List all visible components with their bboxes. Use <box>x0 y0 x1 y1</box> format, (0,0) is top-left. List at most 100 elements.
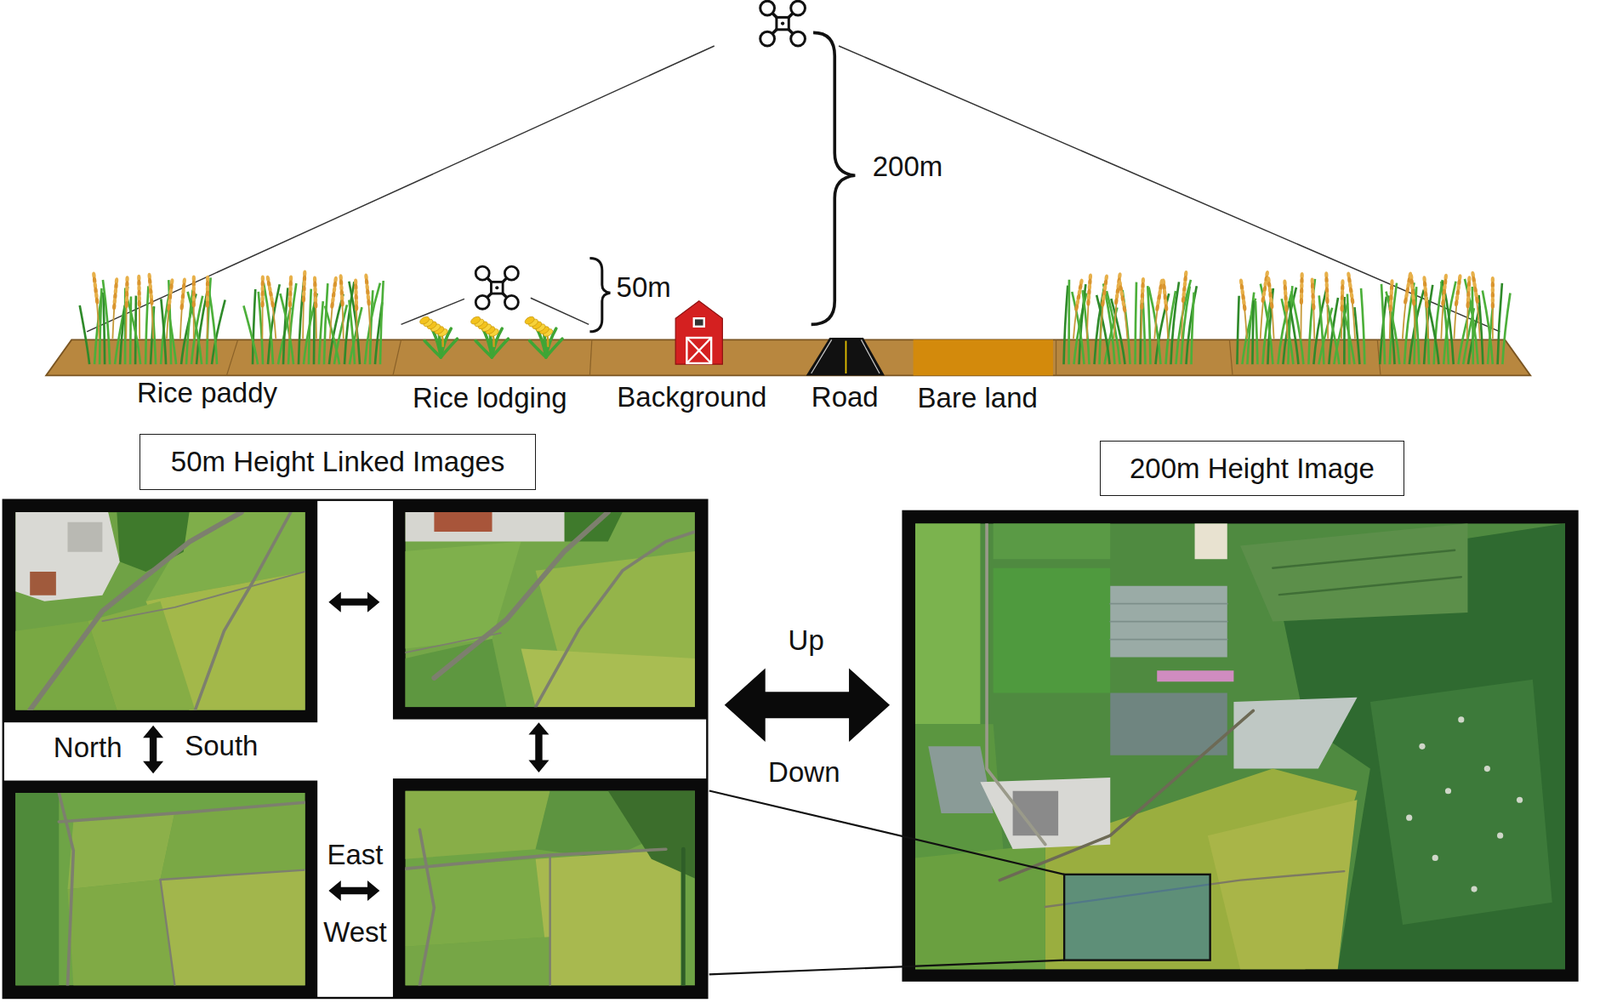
zoom-leader-line <box>709 791 1211 975</box>
rice-paddy-plant <box>243 305 258 365</box>
rice-paddy-plant <box>1473 274 1481 339</box>
aerial-photo <box>404 791 695 986</box>
ground-strip <box>226 339 238 376</box>
label-text: South <box>184 729 258 763</box>
rice-paddy-plant <box>1412 298 1417 307</box>
aerial-photo <box>159 879 175 986</box>
height-bracket <box>811 32 856 325</box>
label-text: Road <box>811 381 879 414</box>
rice-lodging-plant <box>424 341 441 358</box>
road-symbol <box>860 339 880 374</box>
rice-paddy-plant <box>102 279 110 365</box>
aerial-photo <box>993 568 1111 694</box>
aerial-photo <box>1110 603 1228 605</box>
field-of-view-line <box>530 297 589 325</box>
rice-paddy-plant <box>1086 298 1091 307</box>
aerial-photo <box>67 812 175 890</box>
rice-paddy-plant <box>263 283 274 365</box>
aerial-photo <box>1207 799 1358 969</box>
aerial-photo <box>67 522 103 553</box>
photo-frame <box>3 780 318 998</box>
rice-paddy-plant <box>301 295 307 302</box>
rice-paddy-plant <box>1073 282 1082 340</box>
rice-paddy-plant <box>1381 284 1385 365</box>
ground-strip <box>1055 339 1057 376</box>
rice-paddy-plant <box>1311 302 1316 310</box>
rice-paddy-plant <box>1424 301 1430 309</box>
aerial-photo <box>29 571 57 596</box>
rice-lodging-plant <box>469 314 508 357</box>
rice-paddy-plant <box>364 283 381 365</box>
label-text: Bare land <box>917 381 1038 415</box>
rice-paddy-plant <box>313 301 319 308</box>
rice-paddy-plant <box>260 300 264 308</box>
rice-paddy-plant <box>1327 304 1340 365</box>
rice-paddy-plant <box>1403 296 1409 305</box>
aerial-photo <box>404 791 695 986</box>
field-of-view-line <box>86 45 715 332</box>
rice-paddy-plant <box>166 303 171 312</box>
zoom-leader-line <box>709 791 1065 875</box>
rice-paddy-plant <box>1236 296 1239 365</box>
rice-paddy-plant <box>1288 301 1299 365</box>
rice-paddy-plant <box>168 307 177 365</box>
rice-paddy-plant <box>1440 299 1446 308</box>
road-symbol <box>806 337 885 376</box>
aerial-photo <box>993 523 1111 559</box>
photo-frame <box>392 500 707 720</box>
rice-paddy-plant <box>1349 296 1356 305</box>
aerial-photo <box>915 523 1566 969</box>
rice-paddy-plant <box>1491 301 1495 309</box>
aerial-photo <box>116 512 189 572</box>
aerial-photo <box>194 512 291 711</box>
aerial-photo <box>681 848 686 986</box>
rice-paddy-plant <box>1246 292 1254 365</box>
aerial-photo <box>15 792 306 986</box>
rice-paddy-plant <box>1120 283 1128 339</box>
aerial-photo <box>1457 716 1464 723</box>
rice-paddy-plant <box>380 280 384 365</box>
barn-symbol <box>693 317 706 328</box>
road-symbol <box>845 341 848 374</box>
label-text: 50m <box>616 271 672 304</box>
drone-symbol <box>760 0 806 46</box>
aerial-photo <box>404 540 521 649</box>
aerial-photo <box>102 571 305 621</box>
aerial-photo <box>404 512 695 707</box>
rice-paddy-plant <box>1121 305 1128 314</box>
aerial-photo <box>1432 854 1439 861</box>
aerial-photo <box>548 854 551 986</box>
photo-frame <box>392 778 707 998</box>
rice-paddy-plant <box>1064 270 1197 365</box>
photo-frame <box>901 510 1578 982</box>
rice-paddy-plant <box>1502 293 1510 365</box>
aerial-photo <box>404 791 550 860</box>
rice-paddy-plant <box>1464 279 1479 365</box>
rice-lodging-plant <box>469 314 482 325</box>
rice-paddy-plant <box>1185 285 1196 365</box>
rice-paddy-plant <box>187 291 202 365</box>
double-arrow <box>142 725 164 774</box>
label-text: North <box>53 731 123 764</box>
rice-paddy-plant <box>1339 304 1344 312</box>
rice-paddy-plant <box>1148 287 1161 365</box>
aerial-photo <box>433 512 492 532</box>
aerial-photo <box>404 632 501 653</box>
rice-paddy-plant <box>1260 296 1266 304</box>
double-arrow <box>328 592 380 613</box>
rice-paddy-plant <box>270 300 276 308</box>
rice-lodging-plant <box>418 314 431 325</box>
zoom-leader-line <box>1064 874 1211 961</box>
rice-paddy-plant <box>145 285 149 365</box>
rice-paddy-plant <box>1190 292 1194 365</box>
label-text: Up <box>788 624 825 657</box>
barn-symbol <box>675 301 723 365</box>
barn-symbol <box>686 337 712 364</box>
aerial-photo <box>1470 885 1477 892</box>
aerial-photo <box>1418 743 1425 750</box>
rice-paddy-plant <box>1465 301 1470 308</box>
field-of-view-line <box>838 45 1500 332</box>
panel-outline <box>3 500 708 998</box>
rice-paddy-plant <box>1100 299 1106 308</box>
drone-symbol <box>475 0 805 309</box>
